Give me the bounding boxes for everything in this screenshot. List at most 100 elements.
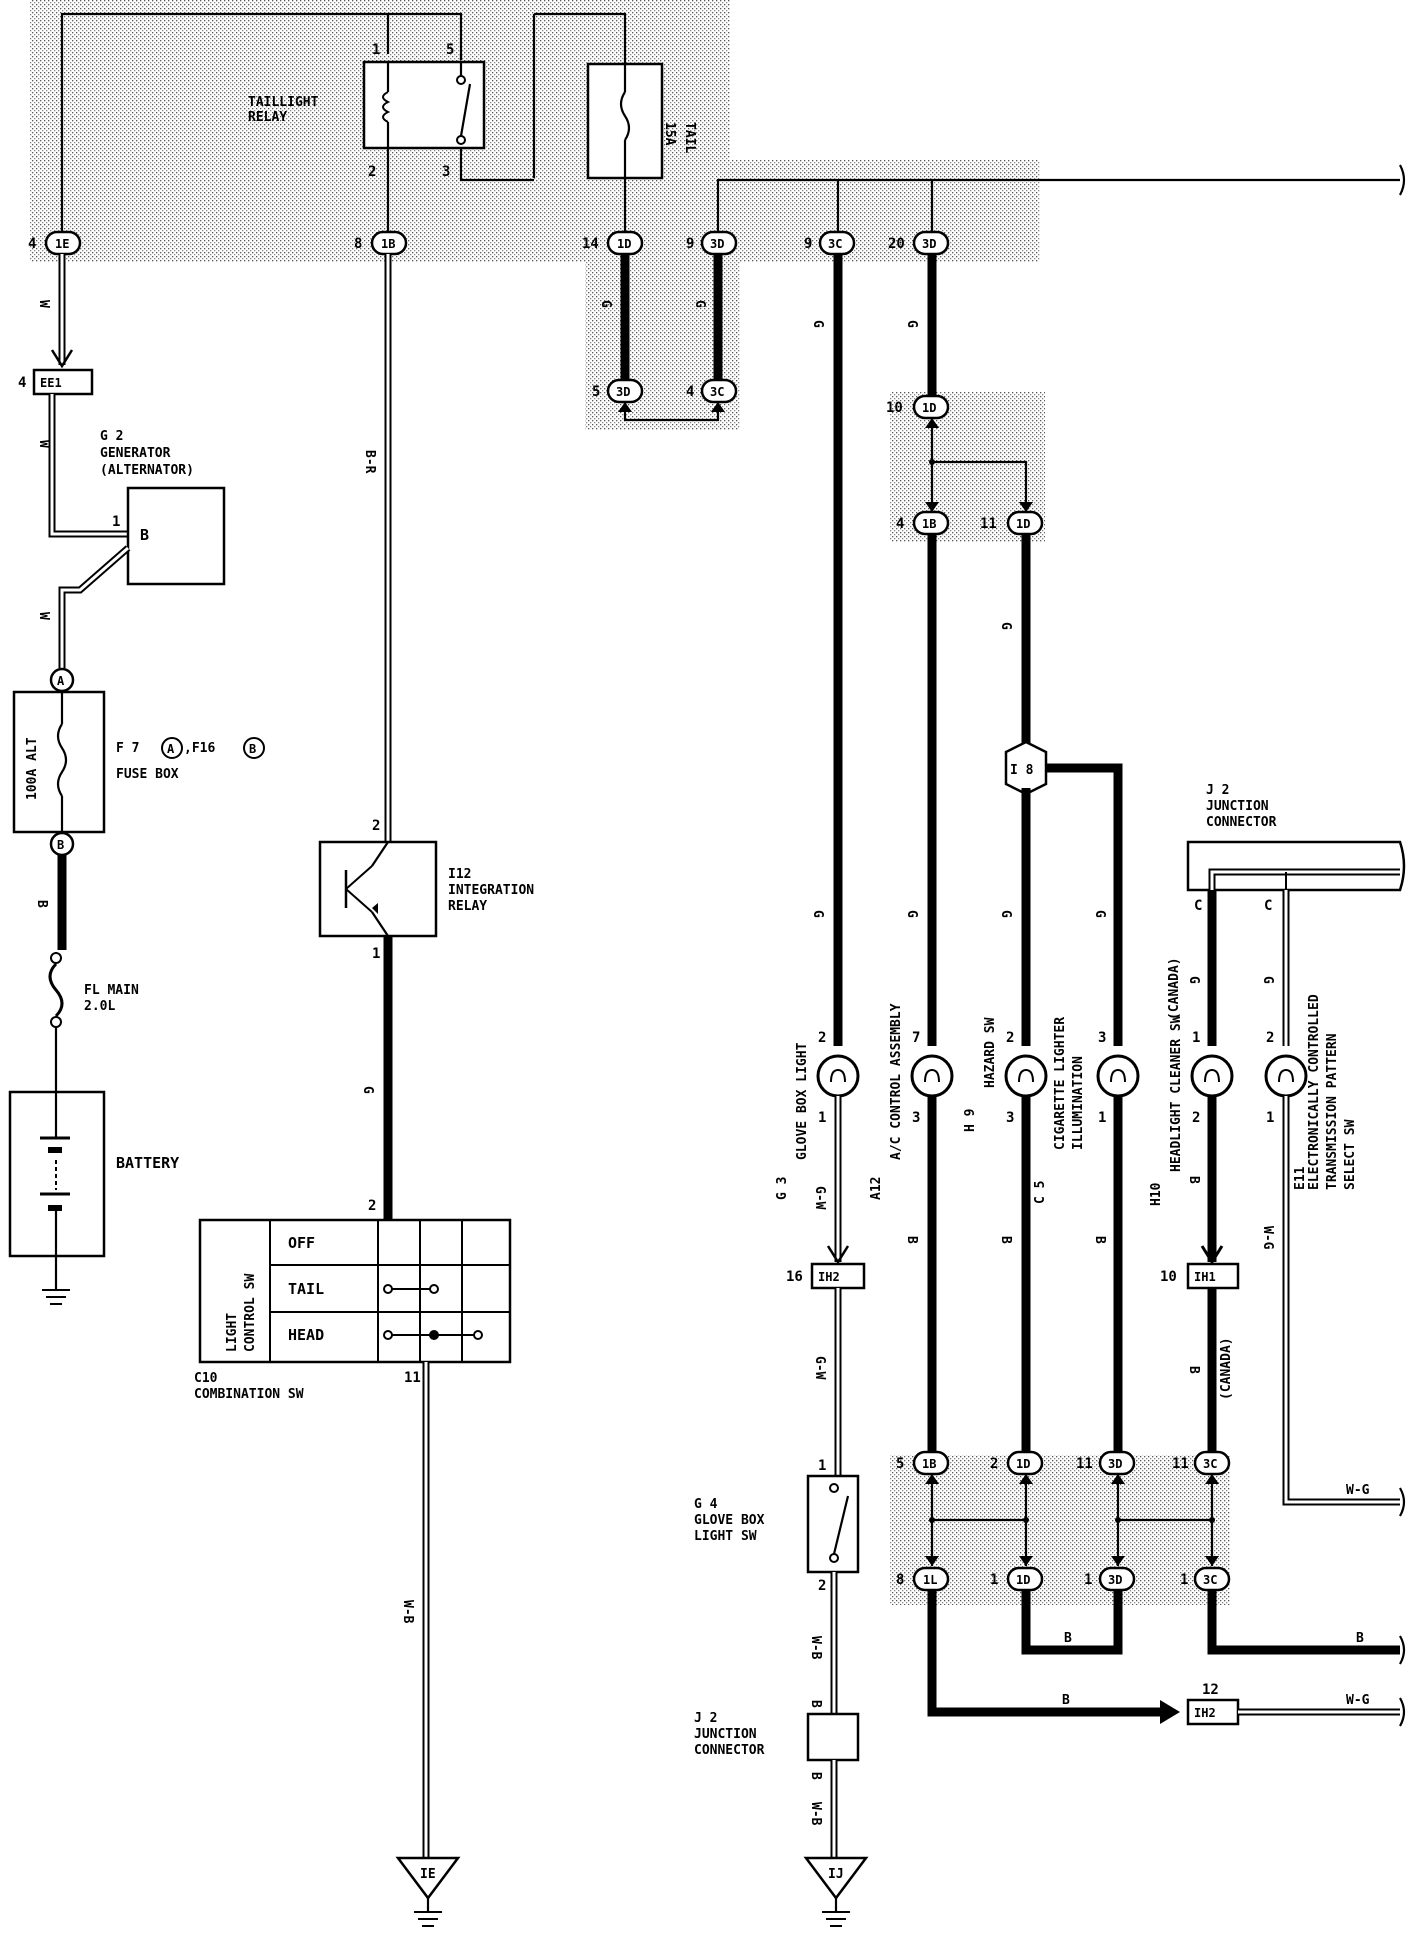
svg-text:B: B — [1356, 1631, 1364, 1646]
svg-text:G: G — [904, 910, 919, 918]
svg-text:,F16: ,F16 — [184, 741, 215, 756]
comb-sw-tail: TAIL — [288, 1280, 324, 1298]
svg-text:G: G — [904, 320, 919, 328]
connector-3D-9: 3D 9 — [686, 230, 738, 256]
svg-text:W-G: W-G — [1346, 1483, 1370, 1498]
svg-text:11: 11 — [980, 516, 997, 532]
connector-EE1: EE1 — [40, 376, 62, 390]
glove-box-light-id: G 3 — [775, 1177, 790, 1200]
junction-conn-top-id: J 2 — [1206, 783, 1229, 798]
svg-text:1E: 1E — [55, 237, 69, 251]
svg-text:TRANSMISSION PATTERN: TRANSMISSION PATTERN — [1325, 1033, 1340, 1190]
svg-text:1: 1 — [1098, 1110, 1106, 1126]
svg-text:IH1: IH1 — [1194, 1270, 1216, 1284]
svg-text:IH2: IH2 — [818, 1270, 840, 1284]
svg-text:G: G — [810, 910, 825, 918]
svg-text:12: 12 — [1202, 1682, 1219, 1698]
comb-sw-id: C10 — [194, 1371, 218, 1386]
tail-loop: G G 3D 5 3C 4 — [592, 254, 738, 422]
svg-text:G: G — [598, 300, 613, 308]
fuse-rating: 15A — [662, 122, 677, 146]
comb-sw-off: OFF — [288, 1234, 315, 1252]
svg-text:2: 2 — [990, 1456, 998, 1472]
glove-box-sw-id: G 4 — [694, 1497, 718, 1512]
connector-3C-9: 3C 9 — [804, 230, 856, 256]
svg-text:JUNCTION: JUNCTION — [1206, 799, 1269, 814]
svg-text:1B: 1B — [922, 517, 936, 531]
svg-text:2: 2 — [372, 818, 380, 834]
svg-text:B: B — [1186, 1176, 1201, 1184]
ect-select-id: E11 — [1293, 1166, 1308, 1190]
ground-ie: IE — [420, 1867, 436, 1882]
svg-text:3: 3 — [1098, 1030, 1106, 1046]
battery-label: BATTERY — [116, 1154, 179, 1172]
illumination-circuits: G 1D 10 1B 4 1D 11 G 7 3 A/C CONTROL ASS… — [869, 254, 1140, 1452]
svg-text:8: 8 — [354, 236, 362, 252]
svg-text:W: W — [36, 300, 51, 308]
ac-control-label: A/C CONTROL ASSEMBLY — [889, 1003, 904, 1160]
svg-text:2: 2 — [1192, 1110, 1200, 1126]
relay-pin-5: 5 — [446, 42, 454, 58]
svg-text:G: G — [998, 622, 1013, 630]
svg-text:B: B — [808, 1772, 823, 1780]
svg-text:1B: 1B — [922, 1457, 936, 1471]
connector-1E: 1E 4 — [28, 230, 82, 256]
svg-text:G: G — [692, 300, 707, 308]
svg-text:3D: 3D — [1108, 1457, 1122, 1471]
svg-text:A: A — [167, 742, 175, 756]
svg-text:CONNECTOR: CONNECTOR — [1206, 815, 1277, 830]
svg-text:3D: 3D — [1108, 1573, 1122, 1587]
svg-text:B: B — [1064, 1631, 1072, 1646]
svg-text:3: 3 — [912, 1110, 920, 1126]
svg-text:G-W: G-W — [812, 1356, 827, 1380]
svg-text:5: 5 — [896, 1456, 904, 1472]
fuse-100a: 100A ALT — [25, 737, 40, 800]
hazard-sw-id: H 9 — [963, 1109, 978, 1132]
svg-text:1: 1 — [1180, 1572, 1188, 1588]
generator-label-2: (ALTERNATOR) — [100, 463, 194, 478]
svg-text:3C: 3C — [710, 385, 724, 399]
svg-text:2: 2 — [1006, 1030, 1014, 1046]
fuse-15a-tail: 15A TAIL — [586, 58, 697, 180]
svg-text:3D: 3D — [922, 237, 936, 251]
connector-row-bottom: 1B 5 1D 2 3D 11 3C 11 1L 8 1D 1 — [896, 1450, 1406, 1727]
svg-text:B: B — [998, 1236, 1013, 1244]
svg-text:G: G — [1260, 976, 1275, 984]
svg-text:A: A — [57, 674, 65, 688]
svg-text:3C: 3C — [1203, 1457, 1217, 1471]
svg-text:C: C — [1264, 898, 1272, 914]
svg-text:W-G: W-G — [1346, 1693, 1370, 1708]
svg-text:W: W — [36, 440, 51, 448]
svg-text:(CANADA): (CANADA) — [1219, 1337, 1234, 1400]
junction-connector-j2: J 2 JUNCTION CONNECTOR C C G (CANADA) 1 … — [1149, 783, 1406, 1517]
svg-text:1L: 1L — [923, 1573, 937, 1587]
svg-text:IH2: IH2 — [1194, 1706, 1216, 1720]
connector-1B-top: 1B 8 — [354, 230, 408, 256]
svg-text:G: G — [360, 1086, 375, 1094]
glove-box-light-label: GLOVE BOX LIGHT — [795, 1042, 810, 1160]
top-feed-wires — [60, 12, 1406, 235]
svg-text:B: B — [57, 838, 64, 852]
svg-text:3D: 3D — [616, 385, 630, 399]
svg-text:16: 16 — [786, 1269, 803, 1285]
comb-sw-name: COMBINATION SW — [194, 1387, 304, 1402]
svg-text:G-W: G-W — [812, 1186, 827, 1210]
relay-pin-3: 3 — [442, 164, 450, 180]
svg-text:1D: 1D — [922, 401, 936, 415]
svg-text:3: 3 — [1006, 1110, 1014, 1126]
svg-text:4: 4 — [18, 375, 26, 391]
ground-ij: IJ — [828, 1867, 844, 1882]
svg-text:10: 10 — [1160, 1269, 1177, 1285]
svg-text:1: 1 — [818, 1458, 826, 1474]
svg-text:1: 1 — [1266, 1110, 1274, 1126]
svg-text:1: 1 — [112, 514, 120, 530]
integration-relay-id: I12 — [448, 867, 471, 882]
svg-text:B: B — [34, 900, 49, 908]
svg-text:1D: 1D — [1016, 1457, 1030, 1471]
svg-text:B: B — [1062, 1693, 1070, 1708]
svg-text:B: B — [249, 742, 256, 756]
svg-text:SELECT SW: SELECT SW — [1343, 1119, 1358, 1190]
ect-select-label: ELECTRONICALLY CONTROLLED — [1307, 994, 1322, 1190]
headlight-cleaner-id: H10 — [1149, 1182, 1164, 1206]
svg-text:W-B: W-B — [400, 1600, 415, 1624]
